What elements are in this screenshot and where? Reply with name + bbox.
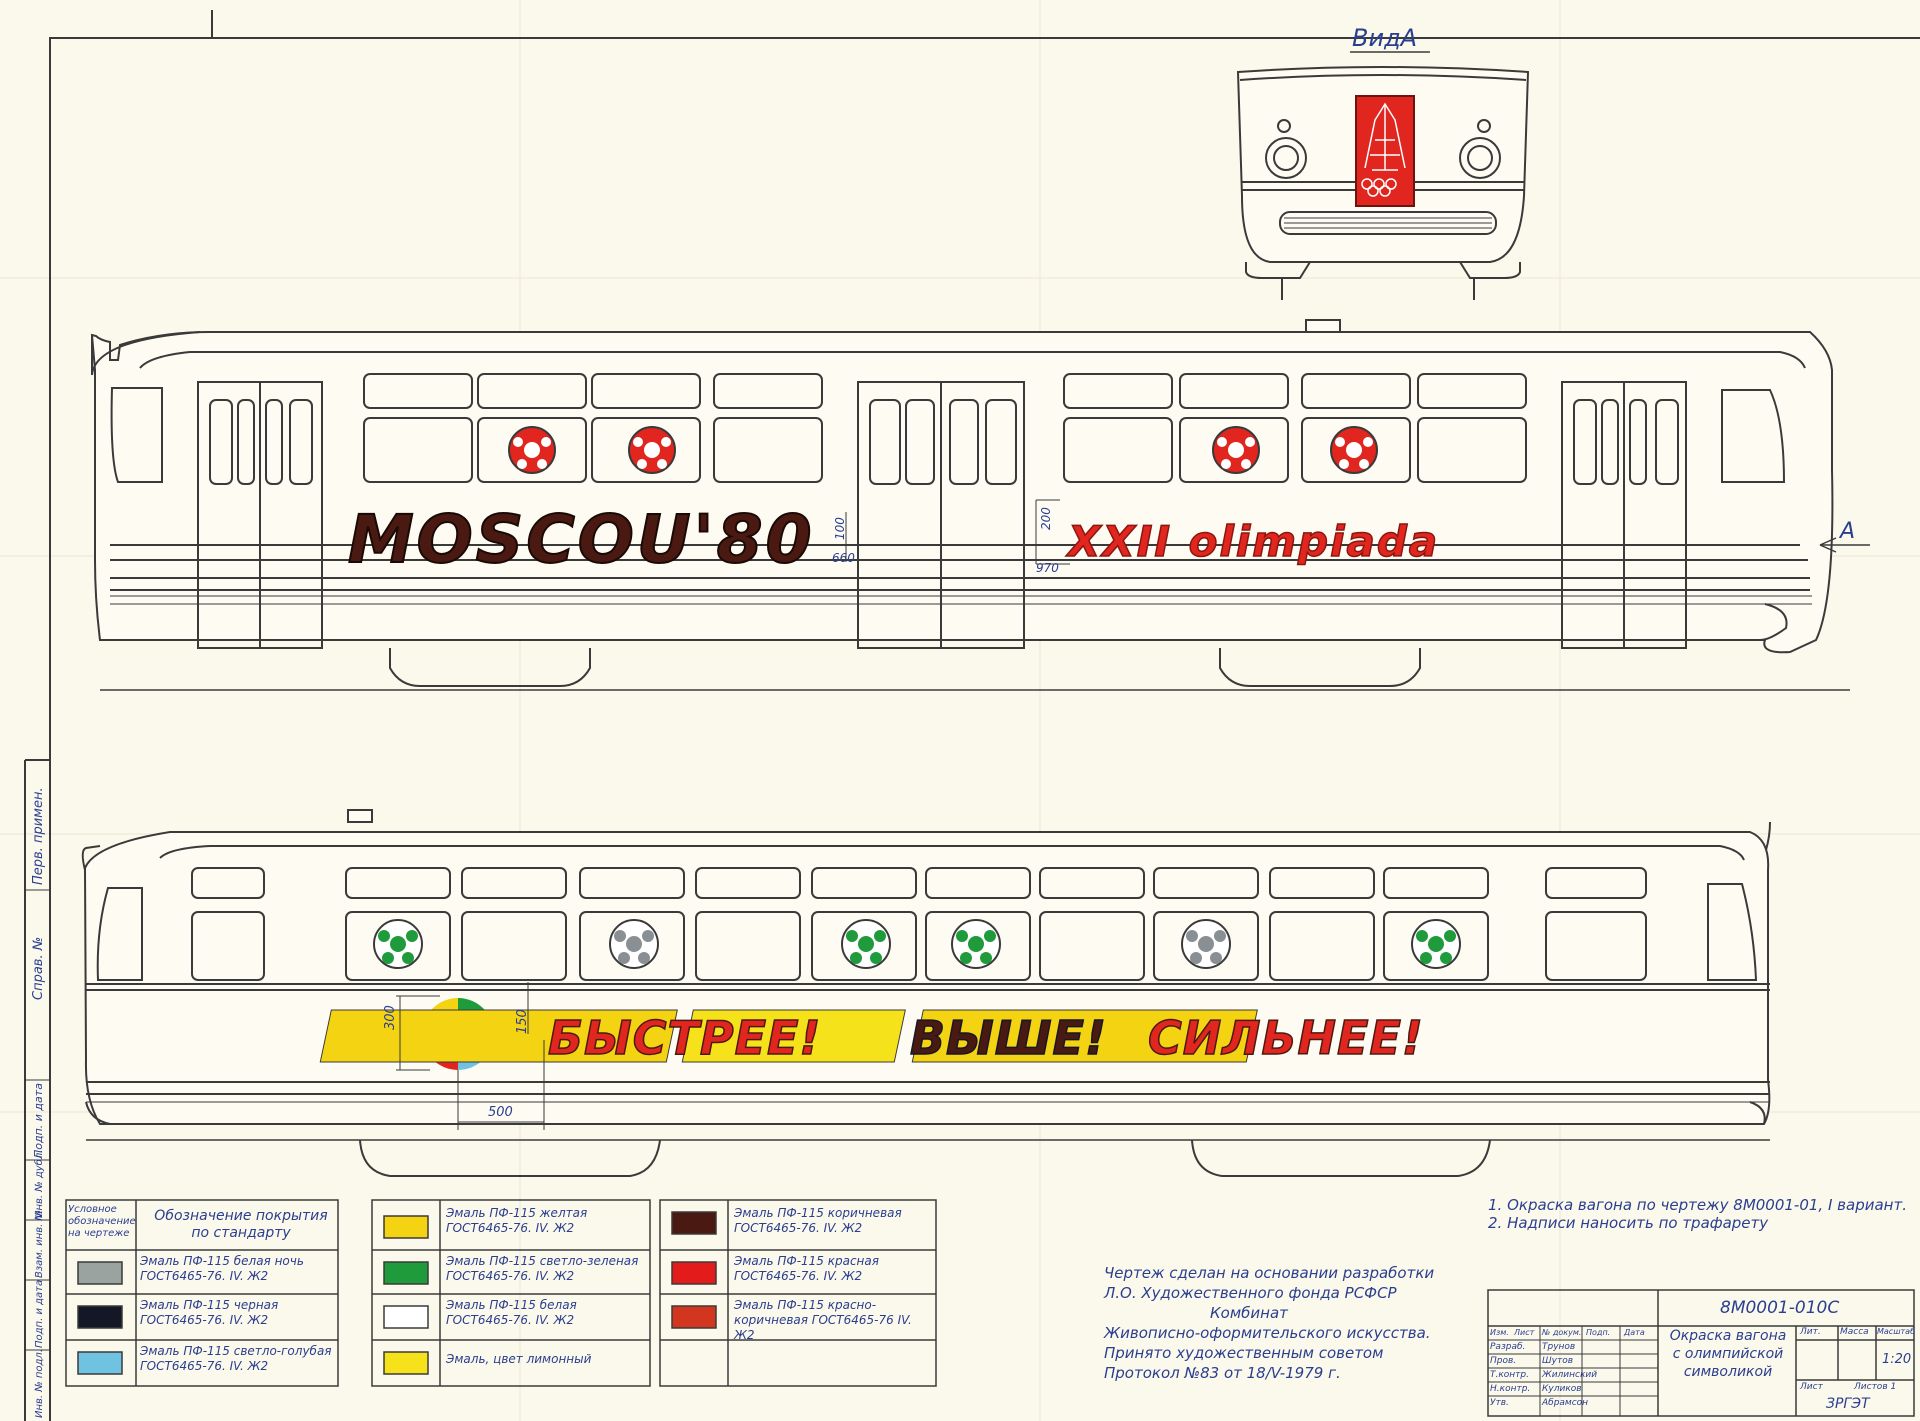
tb-hdr-dokum: № докум. — [1542, 1328, 1582, 1337]
football-green-icon — [951, 919, 1001, 969]
approval-line-1: Чертеж сделан на основании разработки — [1104, 1264, 1435, 1282]
tb-name-0: Трунов — [1542, 1342, 1576, 1352]
tb-name-1: Шутов — [1542, 1356, 1574, 1366]
legend-header-symbol: Условное обозначение на чертеже — [68, 1204, 136, 1239]
legend-header-coating: Обозначение покрытия по стандарту — [154, 1208, 328, 1241]
legend-item-white: Эмаль ПФ-115 белая ГОСТ6465-76. IV. Ж2 — [446, 1298, 577, 1327]
tb-name-2: Жилинский — [1542, 1370, 1598, 1380]
dim-660: 660 — [832, 551, 855, 565]
arrow-a-label: А — [1838, 519, 1855, 544]
view-a-title: ВидА — [1352, 24, 1417, 52]
slogan-bystree: БЫСТРЕЕ! — [548, 1011, 821, 1065]
legend-table — [65, 1199, 937, 1387]
slogan-silnee: СИЛЬНЕЕ! — [1148, 1011, 1424, 1065]
legend-item-black: Эмаль ПФ-115 черная ГОСТ6465-76. IV. Ж2 — [140, 1298, 279, 1327]
side-stamp-podp2: Подп. и дата — [34, 1280, 45, 1348]
dim-150: 150 — [515, 1009, 530, 1034]
legend-item-red: Эмаль ПФ-115 красная ГОСТ6465-76. IV. Ж2 — [734, 1254, 879, 1283]
legend-item-light-blue: Эмаль ПФ-115 светло-голубая ГОСТ6465-76.… — [140, 1344, 332, 1373]
legend-item-white-night: Эмаль ПФ-115 белая ночь ГОСТ6465-76. IV.… — [140, 1254, 304, 1283]
approval-line-5: Принято художественным советом — [1104, 1344, 1384, 1362]
tb-lit-label: Лит. — [1800, 1327, 1821, 1337]
dim-970: 970 — [1036, 561, 1059, 575]
moscou-80-slogan: MOSCOU'80 — [348, 501, 815, 578]
swatch-yellow — [383, 1215, 429, 1239]
dim-500: 500 — [488, 1105, 513, 1120]
tb-hdr-list: Лист — [1514, 1328, 1535, 1337]
title-line-2: с олимпийской — [1672, 1346, 1784, 1362]
side-stamp-inv-dubl: Инв. № дубл. — [33, 1150, 45, 1218]
football-top-group — [508, 426, 1378, 474]
swatch-red-brown — [671, 1305, 717, 1329]
note-2: 2. Надписи наносить по трафарету — [1488, 1214, 1769, 1232]
legend-item-yellow: Эмаль ПФ-115 желтая ГОСТ6465-76. IV. Ж2 — [446, 1206, 588, 1235]
tb-scale: 1:20 — [1882, 1352, 1912, 1367]
football-green-icon — [373, 919, 423, 969]
approval-line-6: Протокол №83 от 18/V-1979 г. — [1104, 1364, 1341, 1382]
tb-name-3: Куликов — [1542, 1384, 1582, 1394]
legend-item-light-green: Эмаль ПФ-115 светло-зеленая ГОСТ6465-76.… — [446, 1254, 639, 1283]
side-stamp-inv-podl: Инв. № подл. — [34, 1349, 45, 1418]
dim-300: 300 — [383, 1005, 398, 1030]
tb-listov-label: Листов 1 — [1854, 1382, 1897, 1392]
tb-hdr-data: Дата — [1624, 1328, 1645, 1337]
olimpiada-slogan: XXII olimpiada — [1065, 517, 1439, 566]
drawing-frame — [24, 10, 1920, 1421]
legend-item-red-brown: Эмаль ПФ-115 красно-коричневая ГОСТ6465-… — [734, 1298, 912, 1342]
approval-line-4: Живописно-оформительского искусства. — [1104, 1324, 1431, 1342]
football-grey-icon — [1181, 919, 1231, 969]
swatch-white-night — [77, 1261, 123, 1285]
title-line-1: Окраска вагона — [1669, 1328, 1787, 1344]
swatch-black — [77, 1305, 123, 1329]
tram-side-view-bottom — [81, 809, 1771, 1177]
tb-hdr-izm: Изм. — [1490, 1328, 1509, 1337]
tb-massa-label: Масса — [1840, 1327, 1869, 1337]
swatch-lemon — [383, 1351, 429, 1375]
tb-org: ЗРГЭТ — [1826, 1396, 1870, 1412]
football-green-icon — [841, 919, 891, 969]
tb-name-4: Абрамсон — [1542, 1398, 1589, 1408]
slogan-bottom: БЫСТРЕЕ! ВЫШЕ! СИЛЬНЕЕ! — [319, 1009, 1424, 1066]
title-line-3: символикой — [1683, 1364, 1773, 1380]
football-red-icon — [628, 426, 676, 474]
tb-hdr-podp: Подп. — [1586, 1328, 1611, 1337]
football-grey-icon — [609, 919, 659, 969]
football-red-icon — [508, 426, 556, 474]
football-red-icon — [1212, 426, 1260, 474]
swatch-brown — [671, 1211, 717, 1235]
tram-side-view-top — [90, 319, 1870, 691]
legend-item-brown: Эмаль ПФ-115 коричневая ГОСТ6465-76. IV.… — [734, 1206, 902, 1235]
side-stamp-grid — [25, 889, 50, 1351]
view-a: ВидА — [1236, 24, 1530, 300]
tb-masshtab-label: Масштаб — [1877, 1327, 1916, 1336]
note-1: 1. Окраска вагона по чертежу 8М0001-01, … — [1488, 1196, 1907, 1214]
side-stamp-podp1: Подп. и дата — [32, 1083, 45, 1158]
tb-list-label: Лист — [1800, 1382, 1823, 1392]
dim-100: 100 — [833, 517, 847, 540]
swatch-red — [671, 1261, 717, 1285]
side-stamp-vzam: Взам. инв. № — [34, 1210, 45, 1278]
slogan-vyshe: ВЫШЕ! — [910, 1011, 1107, 1065]
side-stamp-perv: Перв. примен. — [31, 787, 46, 885]
swatch-white — [383, 1305, 429, 1329]
tb-role-2: Т.контр. — [1490, 1370, 1530, 1380]
swatch-light-blue — [77, 1351, 123, 1375]
side-stamp-sprav: Справ. № — [31, 937, 46, 1000]
tb-role-3: Н.контр. — [1490, 1384, 1531, 1394]
football-bottom-group — [373, 919, 1461, 969]
approval-line-2: Л.О. Художественного фонда РСФСР — [1104, 1284, 1397, 1302]
tb-role-0: Разраб. — [1490, 1342, 1526, 1352]
tb-role-4: Утв. — [1490, 1398, 1509, 1408]
drawing-number: 8М0001-010С — [1720, 1298, 1840, 1318]
approval-line-3: Комбинат — [1210, 1304, 1288, 1322]
football-green-icon — [1411, 919, 1461, 969]
title-block — [1487, 1289, 1915, 1417]
swatch-light-green — [383, 1261, 429, 1285]
legend-item-lemon: Эмаль, цвет лимонный — [446, 1352, 592, 1366]
tb-role-1: Пров. — [1490, 1356, 1517, 1366]
dim-200: 200 — [1039, 507, 1053, 530]
football-red-icon — [1330, 426, 1378, 474]
